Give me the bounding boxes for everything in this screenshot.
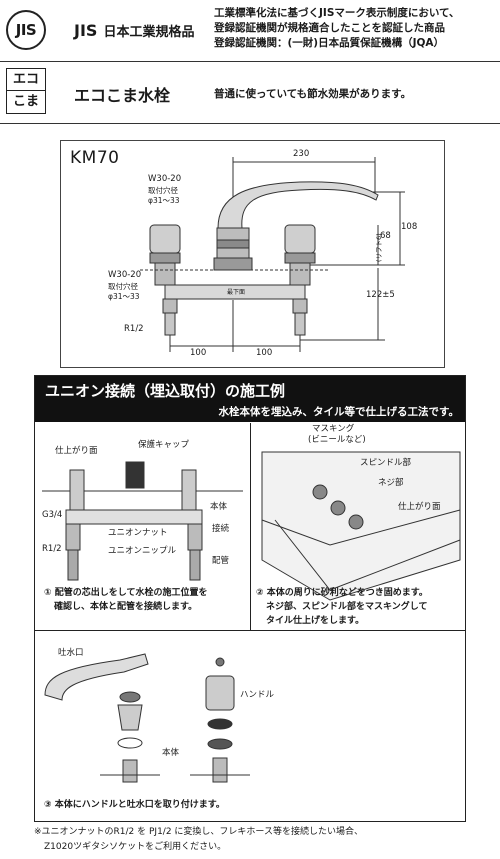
footnote-line: ※ユニオンナットのR1/2 を PJ1/2 に変換し、フレキホース等を接続したい…: [34, 827, 363, 837]
label-masking: マスキング: [312, 424, 355, 434]
step-1-caption: ① 配管の芯出しをして水栓の施工位置を 確認し、本体と配管を接続します。: [44, 586, 244, 614]
step-3-caption: ③ 本体にハンドルと吐水口を取り付けます。: [44, 800, 225, 810]
installation-example-header: ユニオン接続（埋込取付）の施工例 水栓本体を埋込み、タイル等で仕上げる工法です。: [35, 376, 465, 422]
dimension-122: 122±5: [366, 290, 395, 300]
mount-hole-label-top: 取付穴径: [148, 186, 178, 195]
eco-header: エコ こま エコこま水栓 普通に使っていても節水効果があります。: [0, 64, 500, 122]
mount-hole-label-bottom: 取付穴径: [108, 282, 138, 291]
caption-line: ① 配管の芯出しをして水栓の施工位置を: [44, 588, 208, 598]
footnote: ※ユニオンナットのR1/2 を PJ1/2 に変換し、フレキホース等を接続したい…: [34, 825, 363, 855]
step-2-caption: ② 本体の周りに砂利などをつき固めます。 ネジ部、スピンドル部をマスキングして …: [256, 586, 464, 628]
label-finish-surface: 仕上がり面: [398, 502, 441, 512]
dimension-drawing-frame: [60, 140, 445, 368]
label-screw: ネジ部: [378, 478, 404, 488]
label-handle: ハンドル: [240, 690, 275, 700]
label-r12: R1/2: [42, 544, 62, 554]
label-g34: G3/4: [42, 510, 63, 520]
jis-logo-text: JIS: [15, 21, 37, 39]
model-number: KM70: [70, 148, 120, 168]
w30-label-top: W30-20: [148, 174, 182, 184]
label-pipe: 配管: [212, 556, 230, 566]
jis-title: JIS: [74, 21, 98, 40]
jis-standard-label: 日本工業規格品: [103, 25, 195, 40]
label-spout: 吐水口: [58, 648, 84, 658]
label-protective-cap: 保護キャップ: [138, 440, 190, 450]
r12-label: R1/2: [124, 324, 144, 334]
label-body: 本体: [210, 502, 228, 512]
footnote-line: Z1020ツギタシソケットをご利用ください。: [44, 842, 227, 852]
divider: [250, 423, 251, 630]
divider: [35, 630, 465, 631]
jis-description: 工業標準化法に基づくJISマーク表示制度において、 登録認証機関が規格適合したこ…: [214, 6, 499, 51]
divider: [0, 61, 500, 62]
label-union-nipple: ユニオンニップル: [108, 546, 177, 556]
eco-badge-bottom: こま: [12, 94, 39, 109]
dimension-108: 108: [401, 222, 418, 232]
w30-label-bottom: W30-20: [108, 270, 142, 280]
dimension-230: 230: [293, 149, 310, 159]
dimension-100-left: 100: [190, 348, 207, 358]
jis-header: JIS JIS 日本工業規格品 工業標準化法に基づくJISマーク表示制度において、…: [0, 0, 500, 60]
eco-badge-top: エコ: [7, 69, 45, 91]
eco-title: エコこま水栓: [74, 86, 171, 105]
label-spindle: スピンドル部: [360, 458, 412, 468]
eco-badge: エコ こま: [6, 68, 46, 114]
label-union-nut: ユニオンナット: [108, 528, 168, 538]
label-connect: 接続: [212, 524, 230, 534]
center-label: 最下面: [227, 289, 246, 296]
caption-line: タイル仕上げをします。: [266, 616, 365, 626]
jis-label: JIS 日本工業規格品: [74, 21, 194, 40]
jis-desc-line: 登録認証機関：(一財)日本品質保証機構（JQA）: [214, 37, 445, 49]
mount-hole-size-top: φ31～33: [148, 196, 180, 205]
jis-desc-line: 登録認証機関が規格適合したことを認証した商品: [214, 22, 445, 34]
installation-example-subtitle: 水栓本体を埋込み、タイル等で仕上げる工法です。: [218, 406, 459, 418]
caption-line: ネジ部、スピンドル部をマスキングして: [266, 602, 428, 612]
divider: [0, 123, 500, 124]
jis-logo: JIS: [6, 10, 46, 50]
mount-hole-size-bottom: φ31～33: [108, 292, 140, 301]
caption-line: ② 本体の周りに砂利などをつき固めます。: [256, 588, 428, 598]
dimension-68: 68: [380, 231, 391, 241]
label-finish-surface: 仕上がり面: [55, 446, 98, 456]
label-masking-sub: (ビニールなど): [308, 435, 366, 445]
caption-line: 確認し、本体と配管を接続します。: [54, 602, 198, 612]
installation-example-title: ユニオン接続（埋込取付）の施工例: [45, 382, 286, 400]
installation-example-frame: [34, 375, 466, 822]
jis-desc-line: 工業標準化法に基づくJISマーク表示制度において、: [214, 7, 460, 19]
label-body: 本体: [162, 748, 180, 758]
eco-description: 普通に使っていても節水効果があります。: [214, 88, 412, 100]
dimension-100-right: 100: [256, 348, 273, 358]
